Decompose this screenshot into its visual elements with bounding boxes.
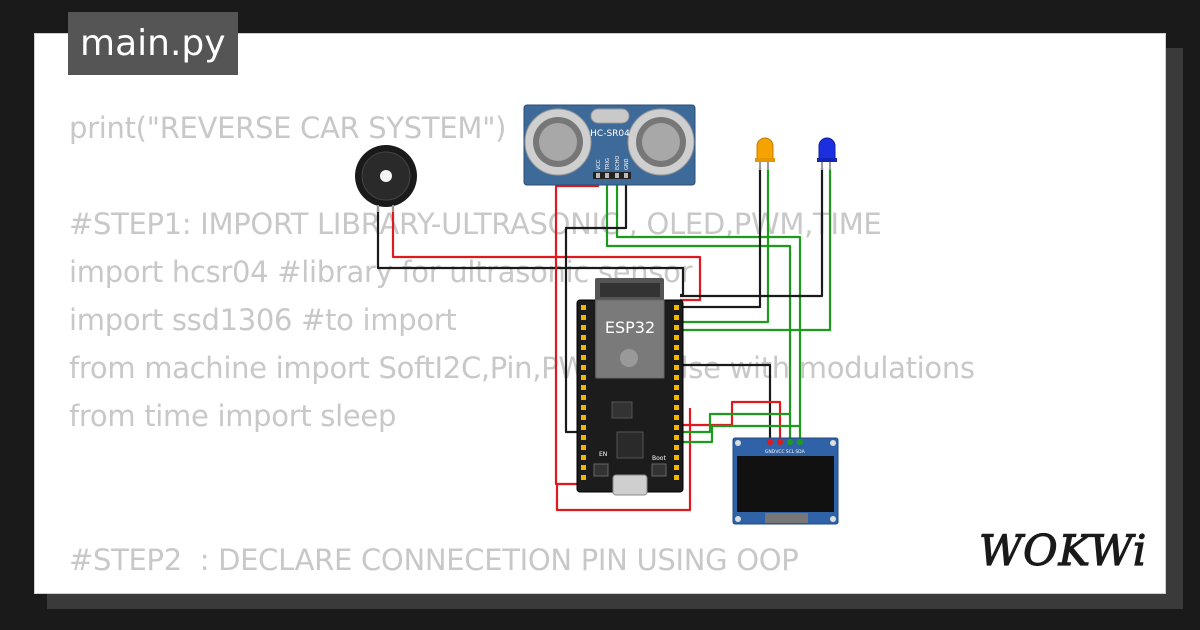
oled-display: GND VCC SCL SDA (732, 437, 839, 525)
oled-pin-gnd: GND (765, 449, 776, 455)
oled-pin-vcc: VCC (775, 449, 784, 455)
wokwi-logo-text: WOKWi (979, 526, 1147, 575)
code-line: import ssd1306 #to import (69, 303, 457, 337)
wire-led-blue-cathode (680, 168, 824, 298)
wire-buzzer-red (391, 205, 702, 302)
wire-hc-echo (615, 178, 802, 440)
code-line: #STEP3 1: ULTRASONIC SENSOR (69, 584, 975, 593)
led-blue (817, 137, 837, 170)
wire-oled-vcc2 (680, 400, 782, 440)
oled-pin-sda: SDA (795, 449, 805, 455)
buzzer (355, 145, 417, 212)
wire-hc-trig (605, 178, 792, 440)
code-line: #STEP1: IMPORT LIBRARY-ULTRASONIC , OLED… (69, 207, 882, 241)
wire-led-yellow-cathode (680, 168, 762, 309)
esp32-label: ESP32 (605, 318, 655, 337)
code-line: #STEP2 : DECLARE CONNECETION PIN USING O… (69, 543, 799, 577)
file-tab[interactable]: main.py (68, 12, 238, 75)
hc-pin-gnd: GND (624, 158, 630, 170)
hc-pin-echo: ECHO (615, 156, 621, 170)
ultrasonic-sensor: HC-SR04 VCC TRIG ECHO GND (523, 104, 696, 186)
wire-oled-sda (680, 424, 800, 444)
ultrasonic-label: HC-SR04 (590, 129, 630, 139)
code-preview: print("REVERSE CAR SYSTEM") #STEP1: IMPOR… (69, 104, 975, 593)
esp32-boot-label: Boot (652, 455, 666, 462)
code-line: from time import sleep (69, 399, 397, 433)
esp32-board: ESP32 EN Boot (576, 278, 684, 496)
wire-led-yellow-anode (680, 168, 770, 324)
wire-oled-scl (680, 412, 790, 434)
wokwi-logo: WOKWi (978, 525, 1147, 575)
wire-hc-gnd (564, 178, 628, 434)
wire-led-blue-anode (680, 168, 832, 332)
led-yellow (755, 137, 775, 170)
hc-pin-vcc: VCC (596, 159, 602, 170)
code-line: import hcsr04 #library for ultrasonic se… (69, 255, 693, 289)
wire-oled-vcc (555, 408, 692, 512)
esp32-en-label: EN (599, 451, 607, 458)
hc-pin-trig: TRIG (605, 158, 611, 171)
code-line: print("REVERSE CAR SYSTEM") (69, 111, 507, 145)
oled-pin-scl: SCL (786, 449, 795, 455)
